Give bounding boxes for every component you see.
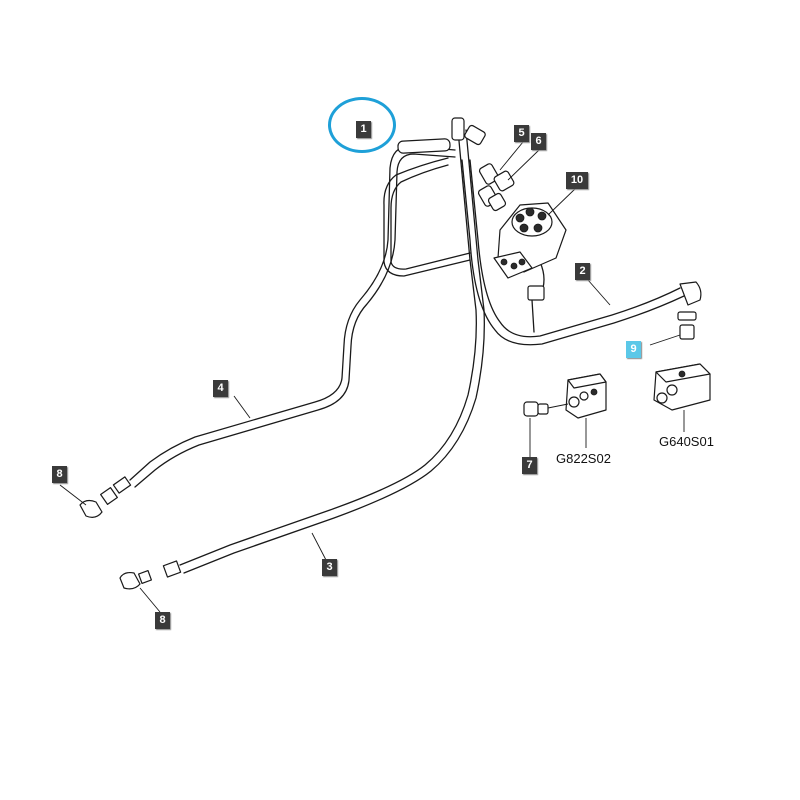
callout-1[interactable]: 1: [356, 121, 371, 138]
top-fittings: [451, 117, 515, 212]
hose-4: [79, 145, 456, 518]
callout-8-lower[interactable]: 8: [155, 612, 170, 629]
callout-3[interactable]: 3: [322, 559, 337, 576]
leader-lines: [59, 141, 685, 613]
hose-1: [383, 138, 471, 277]
callout-6[interactable]: 6: [531, 133, 546, 150]
callout-7[interactable]: 7: [522, 457, 537, 474]
callout-8-upper[interactable]: 8: [52, 466, 67, 483]
steering-unit: [493, 202, 567, 279]
hose-3: [119, 129, 485, 590]
valve-block-g822s02: [565, 373, 607, 419]
fitting-9: [677, 311, 697, 340]
fitting-7: [523, 401, 549, 417]
valve-block-g640s01: [653, 363, 711, 411]
highlight-ring: [328, 97, 396, 153]
callout-4[interactable]: 4: [213, 380, 228, 397]
callout-9[interactable]: 9: [626, 341, 641, 358]
callout-2[interactable]: 2: [575, 263, 590, 280]
ref-label-g822s02: G822S02: [556, 451, 611, 466]
callout-10[interactable]: 10: [566, 172, 588, 189]
callout-5[interactable]: 5: [514, 125, 529, 142]
ref-label-g640s01: G640S01: [659, 434, 714, 449]
